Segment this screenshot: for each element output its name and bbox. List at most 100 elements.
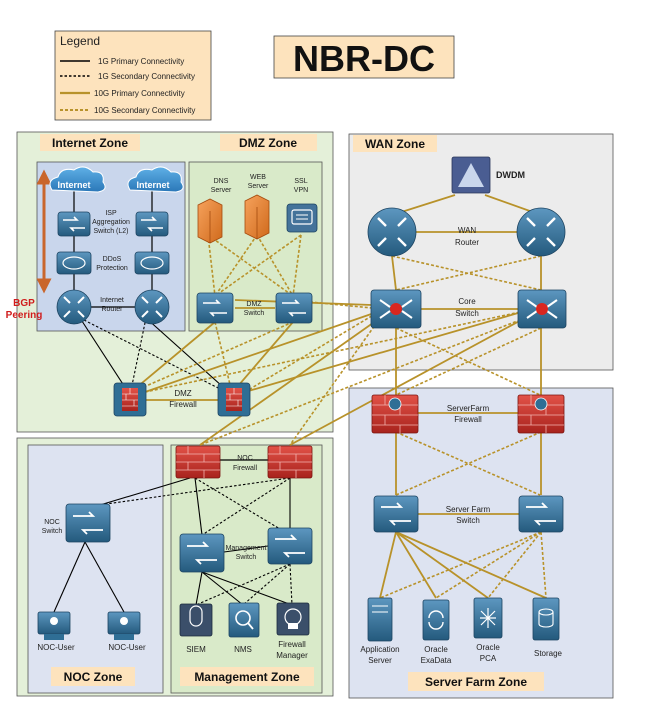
firewall-manager-icon (276, 602, 310, 636)
sf-switch-label-line2: Switch (456, 516, 480, 525)
connections (53, 189, 547, 613)
internet-cloud-icon: Internet (49, 166, 106, 193)
serverfarm-zone-label: Server Farm Zone (425, 675, 527, 689)
firewall-icon (517, 394, 565, 434)
core-switch-label-line2: Switch (455, 309, 479, 318)
router-icon (56, 289, 92, 325)
mgmt-switch-label-line1: Management (226, 545, 267, 552)
noc-user-label-2: NOC-User (108, 643, 146, 652)
dns-label-line2: Server (211, 187, 232, 194)
router-icon (134, 289, 170, 325)
ssl-label-line1: SSL (294, 178, 307, 185)
switch-icon (518, 495, 564, 533)
ssl-vpn-icon (286, 203, 318, 233)
page-title: NBR-DC (293, 38, 435, 79)
isp-label-line1: ISP (105, 210, 117, 217)
sf-firewall-label-line1: ServerFarm (447, 404, 490, 413)
dmz-switch-label-line1: DMZ (246, 301, 262, 308)
oracle-pca-label-line2: PCA (480, 654, 497, 663)
internet-cloud-icon: Internet (127, 166, 184, 193)
web-server-icon (244, 194, 270, 240)
sf-switch-label-line1: Server Farm (446, 505, 491, 514)
web-label-line1: WEB (250, 174, 266, 181)
wan-zone-label: WAN Zone (365, 137, 425, 151)
dmz-firewall-label-line1: DMZ (174, 389, 191, 398)
dmz-zone-label: DMZ Zone (239, 136, 297, 150)
oracle-pca-label-line1: Oracle (476, 643, 500, 652)
nms-icon (228, 602, 260, 638)
web-label-line2: Server (248, 183, 269, 190)
switch-icon (275, 292, 313, 324)
nms-label: NMS (234, 645, 252, 654)
dmz-switch-label-line2: Switch (244, 310, 265, 317)
app-server-label-line2: Server (368, 656, 392, 665)
dmz-firewall-label-line2: Firewall (169, 400, 197, 409)
internet-router-label-line1: Internet (100, 297, 124, 304)
dwdm-icon (451, 156, 491, 194)
internet-router-label-line2: Router (101, 306, 123, 313)
application-server-icon (367, 597, 393, 642)
core-switch-icon (370, 289, 422, 329)
noc-zone-box (27, 444, 164, 694)
legend-item-10g-secondary: 10G Secondary Connectivity (94, 106, 195, 115)
legend-item-1g-primary: 1G Primary Connectivity (98, 57, 184, 66)
firewall-icon (113, 382, 147, 417)
ddos-appliance-icon (56, 251, 92, 275)
oracle-exadata-icon (422, 599, 450, 641)
switch-icon (267, 527, 313, 565)
switch-icon (57, 211, 91, 237)
management-zone-label: Management Zone (194, 670, 300, 684)
ddos-appliance-icon (134, 251, 170, 275)
noc-user-workstation-icon (37, 611, 71, 640)
firewall-icon (371, 394, 419, 434)
legend-item-10g-primary: 10G Primary Connectivity (94, 89, 185, 98)
legend-item-1g-secondary: 1G Secondary Connectivity (98, 72, 195, 81)
switch-icon (179, 533, 225, 573)
storage-label: Storage (534, 649, 563, 658)
wan-router-label-line2: Router (455, 238, 479, 247)
wan-router-label-line1: WAN (458, 226, 477, 235)
legend-title: Legend (60, 34, 100, 48)
storage-icon (532, 597, 560, 641)
noc-firewall-label-line2: Firewall (233, 465, 258, 472)
oracle-pca-icon (473, 597, 503, 639)
firewall-icon (175, 445, 221, 479)
switch-icon (135, 211, 169, 237)
switch-icon (65, 503, 111, 543)
core-switch-icon (517, 289, 567, 329)
noc-user-workstation-icon (107, 611, 141, 640)
noc-firewall-label-line1: NOC (237, 455, 253, 462)
oracle-exadata-label-line2: ExaData (421, 656, 452, 665)
router-icon (516, 207, 566, 257)
siem-label: SIEM (186, 645, 206, 654)
ddos-label-line2: Protection (96, 265, 128, 272)
dns-server-icon (197, 198, 223, 244)
internet-cloud-label-2: Internet (136, 180, 169, 190)
isp-label-line3: Switch (L2) (93, 228, 128, 235)
mgmt-switch-label-line2: Switch (236, 554, 257, 561)
dns-label-line1: DNS (214, 178, 229, 185)
legend: Legend 1G Primary Connectivity 1G Second… (54, 30, 212, 121)
switch-icon (373, 495, 419, 533)
switch-icon (196, 292, 234, 324)
sf-firewall-label-line2: Firewall (454, 415, 482, 424)
bgp-label-line1: BGP (13, 298, 35, 309)
noc-zone-label: NOC Zone (64, 670, 123, 684)
noc-user-label-1: NOC-User (37, 643, 75, 652)
firewall-icon (267, 445, 313, 479)
noc-switch-label-line1: NOC (44, 519, 60, 526)
fw-manager-label-line1: Firewall (278, 640, 306, 649)
title-box: NBR-DC (273, 35, 455, 79)
isp-label-line2: Aggregation (92, 219, 130, 226)
dwdm-label: DWDM (496, 170, 525, 180)
internet-zone-label: Internet Zone (52, 136, 128, 150)
app-server-label-line1: Application (360, 645, 399, 654)
internet-cloud-label-1: Internet (57, 180, 90, 190)
bgp-label-line2: Peering (6, 310, 43, 321)
router-icon (367, 207, 417, 257)
ddos-label-line1: DDoS (103, 256, 122, 263)
core-switch-label-line1: Core (458, 297, 476, 306)
fw-manager-label-line2: Manager (276, 651, 308, 660)
zone-labels: Internet Zone DMZ Zone WAN Zone NOC Zone… (40, 134, 544, 691)
